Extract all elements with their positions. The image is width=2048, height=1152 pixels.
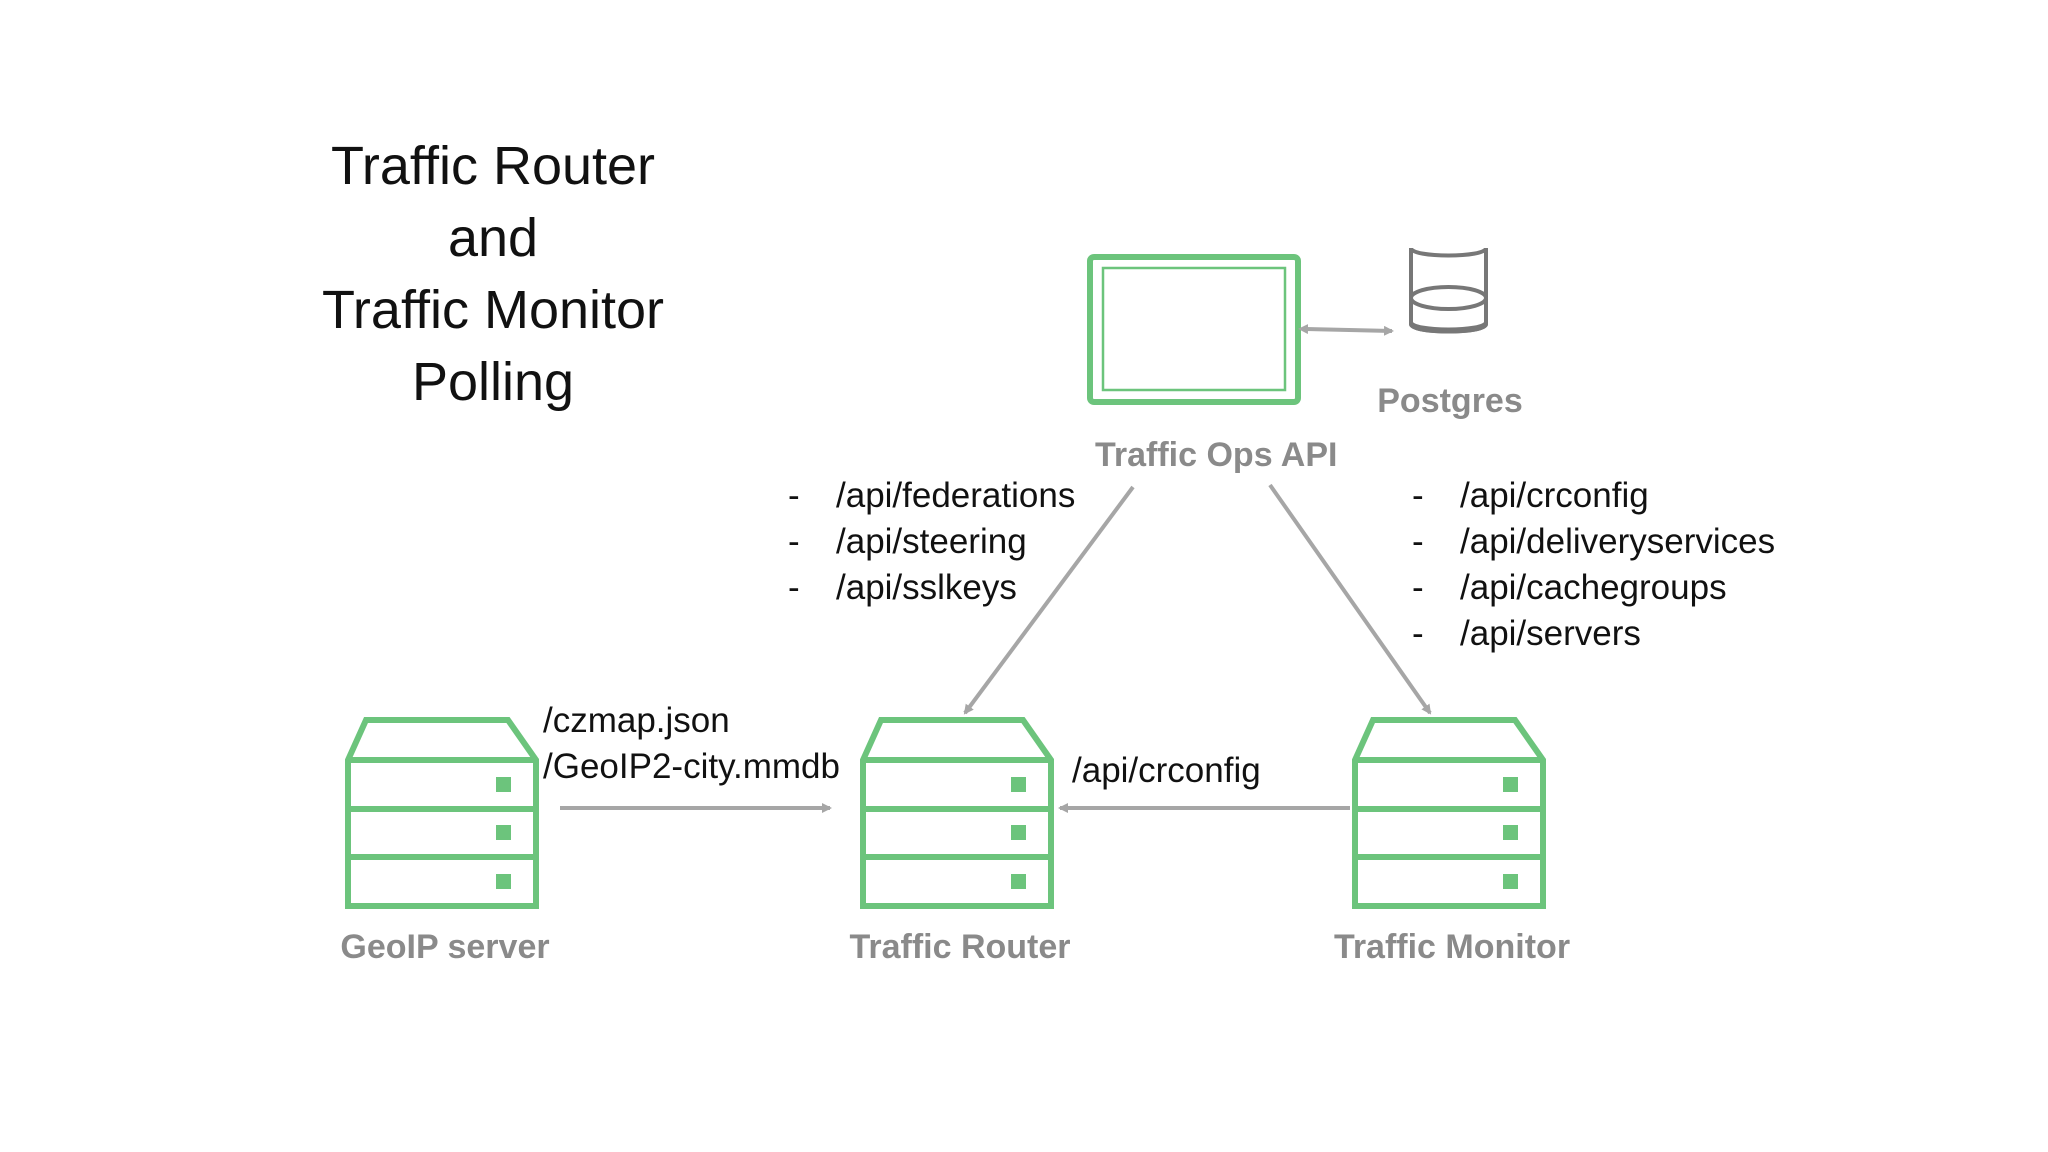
list-bullet: - [1412,522,1424,561]
ops-to-router-arrow [963,485,1135,715]
diagram-title-line: Polling [411,352,575,412]
traffic-monitor-label: Traffic Monitor [1333,928,1571,966]
ops-to-monitor-arrow [1268,483,1432,715]
router-endpoint: /api/federations [836,476,1076,515]
geoip-endpoint: /czmap.json [543,701,730,740]
list-bullet: - [788,476,800,515]
traffic-router-label: Traffic Router [849,928,1071,966]
geoip-endpoint: /GeoIP2-city.mmdb [543,747,840,786]
list-bullet: - [788,522,800,561]
ops-postgres-arrow [1298,324,1394,336]
diagram-title-line: and [447,208,539,268]
monitor-endpoint: /api/deliveryservices [1460,522,1776,561]
router-endpoint: /api/steering [836,522,1027,561]
traffic-ops-label: Traffic Ops API [1095,436,1338,474]
monitor-icon [1087,254,1301,405]
diagram-title-line: Traffic Monitor [321,280,665,340]
monitor-endpoint: /api/servers [1460,614,1641,653]
list-bullet: - [1412,476,1424,515]
server-rack-icon [345,717,539,909]
list-bullet: - [1412,568,1424,607]
server-rack-icon [860,717,1054,909]
geoip-server-label: GeoIP server [340,928,550,966]
monitor-endpoint: /api/crconfig [1460,476,1649,515]
database-icon [1409,246,1488,334]
list-bullet: - [1412,614,1424,653]
server-rack-icon [1352,717,1546,909]
router-endpoint: /api/sslkeys [836,568,1017,607]
monitor-endpoint: /api/cachegroups [1460,568,1727,607]
list-bullet: - [788,568,800,607]
diagram-title-line: Traffic Router [330,136,656,196]
monitor-crconfig-endpoint: /api/crconfig [1072,751,1261,790]
postgres-label: Postgres [1377,382,1523,420]
